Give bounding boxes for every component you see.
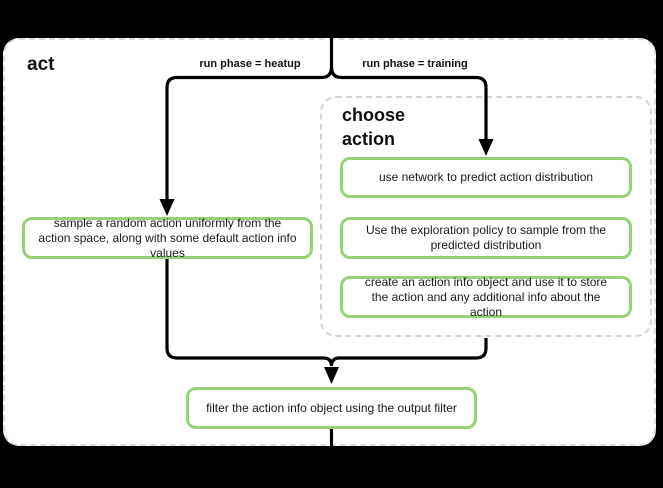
act-container-title: act bbox=[27, 54, 55, 75]
branch-label-heatup: run phase = heatup bbox=[199, 58, 301, 70]
choose-action-group-title: choose action bbox=[342, 105, 406, 149]
node-create-action-info: create an action info object and use it … bbox=[340, 275, 632, 319]
node-sample-random-action: sample a random action uniformly from th… bbox=[22, 216, 313, 260]
node-exploration-policy-sample: Use the exploration policy to sample fro… bbox=[340, 217, 632, 259]
node-use-network-predict: use network to predict action distributi… bbox=[340, 157, 632, 198]
branch-label-training: run phase = training bbox=[362, 58, 468, 70]
node-filter-action-info: filter the action info object using the … bbox=[186, 387, 477, 429]
